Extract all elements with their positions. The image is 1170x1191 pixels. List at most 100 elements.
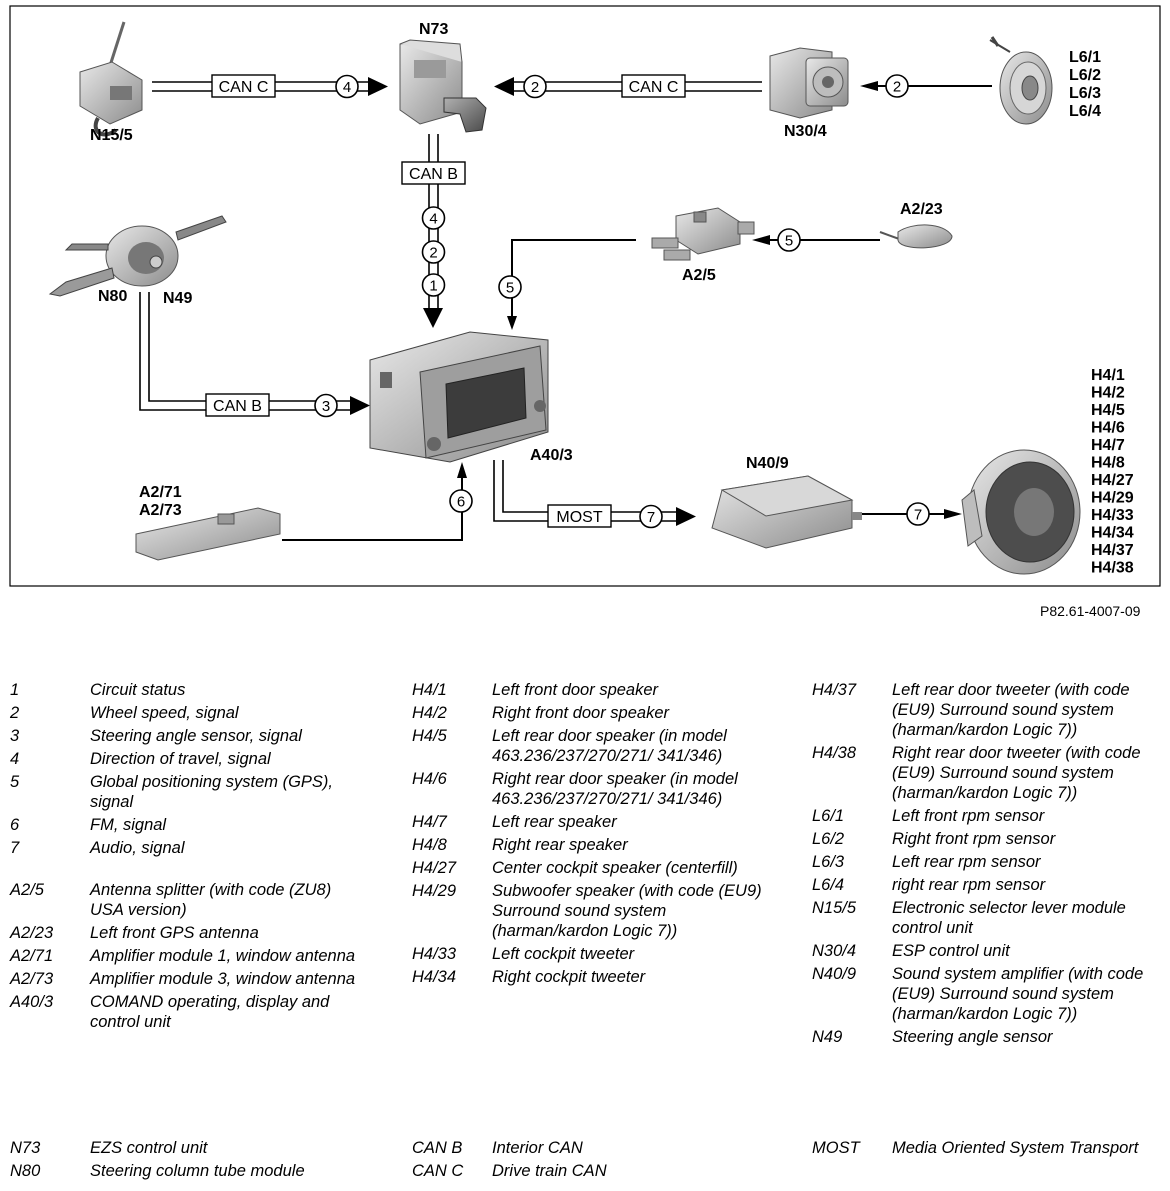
legend-key: N15/5 <box>812 899 857 917</box>
legend-key: A2/23 <box>10 924 54 942</box>
legend-description: Steering angle sensor <box>892 1028 1053 1046</box>
diagram-frame <box>9 5 1161 587</box>
legend-key: N80 <box>10 1162 41 1180</box>
legend-description: Subwoofer speaker (with code (EU9) Surro… <box>492 882 762 940</box>
can-c-left-box <box>211 74 276 98</box>
legend-description: Circuit status <box>90 681 186 699</box>
legend-description: COMAND operating, display and control un… <box>90 993 330 1031</box>
signal-circle-most: 7 <box>639 504 663 529</box>
label-h4-27: H4/27 <box>1091 472 1134 489</box>
legend-key: H4/27 <box>412 859 457 877</box>
ezs-control-unit-image <box>399 39 487 133</box>
legend-description: Direction of travel, signal <box>90 750 271 768</box>
label-n73: N73 <box>419 21 448 38</box>
can-b-top-label: CAN B <box>409 166 458 183</box>
svg-text:2: 2 <box>893 79 901 96</box>
legend-key: H4/8 <box>412 836 447 854</box>
legend-entry: A2/23 Left front GPS antenna <box>10 923 400 943</box>
svg-text:3: 3 <box>322 398 330 415</box>
legend-entry: 4 Direction of travel, signal <box>10 749 400 769</box>
legend-description: Interior CAN <box>492 1139 583 1157</box>
selector-lever-module-image <box>79 21 143 137</box>
can-b-left-box <box>205 393 270 417</box>
legend-description: Left rear speaker <box>492 813 617 831</box>
legend-entry: A2/71 Amplifier module 1, window antenna <box>10 946 400 966</box>
legend-description: Left front rpm sensor <box>892 807 1045 825</box>
legend-description: Left rear door tweeter (with code (EU9) … <box>892 681 1130 739</box>
legend-key: A2/5 <box>10 881 44 899</box>
legend-description: Steering angle sensor, signal <box>90 727 302 745</box>
esp-control-unit-image <box>769 47 849 119</box>
svg-text:7: 7 <box>914 507 922 524</box>
a25-to-a403-line <box>511 239 636 318</box>
legend-description: Left cockpit tweeter <box>492 945 635 963</box>
legend-key: A2/71 <box>10 947 54 965</box>
a271-to-a403-line <box>282 478 463 541</box>
legend-description: Sound system amplifier (with code (EU9) … <box>892 965 1144 1023</box>
legend-key: H4/34 <box>412 968 457 986</box>
legend-description: Global positioning system (GPS), signal <box>90 773 334 811</box>
can-c-right-box <box>621 74 686 98</box>
legend-key: L6/3 <box>812 853 845 871</box>
signal-circle-can-b-3: 1 <box>421 273 446 297</box>
legend-entry: H4/27 Center cockpit speaker (centerfill) <box>412 858 802 878</box>
legend-key: 1 <box>10 681 20 699</box>
legend-description: Amplifier module 1, window antenna <box>90 947 356 965</box>
svg-text:6: 6 <box>457 494 465 511</box>
legend-key: MOST <box>812 1139 860 1157</box>
legend-key: H4/5 <box>412 727 447 745</box>
label-l6-4: L6/4 <box>1069 103 1101 120</box>
legend-key: N30/4 <box>812 942 857 960</box>
label-l6-3: L6/3 <box>1069 85 1101 102</box>
svg-text:5: 5 <box>785 233 793 250</box>
svg-text:1: 1 <box>429 278 437 295</box>
legend-key: 5 <box>10 773 20 791</box>
legend-description: Drive train CAN <box>492 1162 607 1180</box>
can-b-top-box <box>401 161 466 185</box>
signal-circle-can-b-2: 2 <box>421 240 446 264</box>
most-line <box>493 460 676 522</box>
legend-key: H4/1 <box>412 681 447 699</box>
legend-entry: MOST Media Oriented System Transport <box>812 1138 1167 1158</box>
legend-key: L6/4 <box>812 876 845 894</box>
label-h4-33: H4/33 <box>1091 507 1134 524</box>
legend-description: Left front GPS antenna <box>90 924 259 942</box>
most-box <box>547 504 612 528</box>
label-a2-5: A2/5 <box>682 267 716 284</box>
signal-circle-l6: 2 <box>885 74 909 98</box>
arrow-to-a403-gps <box>507 316 517 330</box>
speaker-label-list: H4/1 H4/2 H4/5 H4/6 H4/7 H4/8 H4/27 H4/2… <box>1091 367 1134 577</box>
arrow-to-a403-left <box>350 396 370 415</box>
legend-description: Wheel speed, signal <box>90 704 239 722</box>
label-n15-5: N15/5 <box>90 127 133 144</box>
legend-key: A40/3 <box>10 993 54 1011</box>
legend-description: Center cockpit speaker (centerfill) <box>492 859 738 877</box>
legend-description: Media Oriented System Transport <box>892 1139 1139 1157</box>
arrow-to-n73-right <box>494 77 514 96</box>
legend-key: 4 <box>10 750 20 768</box>
svg-text:7: 7 <box>647 509 655 526</box>
legend-description: Left rear rpm sensor <box>892 853 1041 871</box>
legend-key: H4/6 <box>412 770 447 788</box>
